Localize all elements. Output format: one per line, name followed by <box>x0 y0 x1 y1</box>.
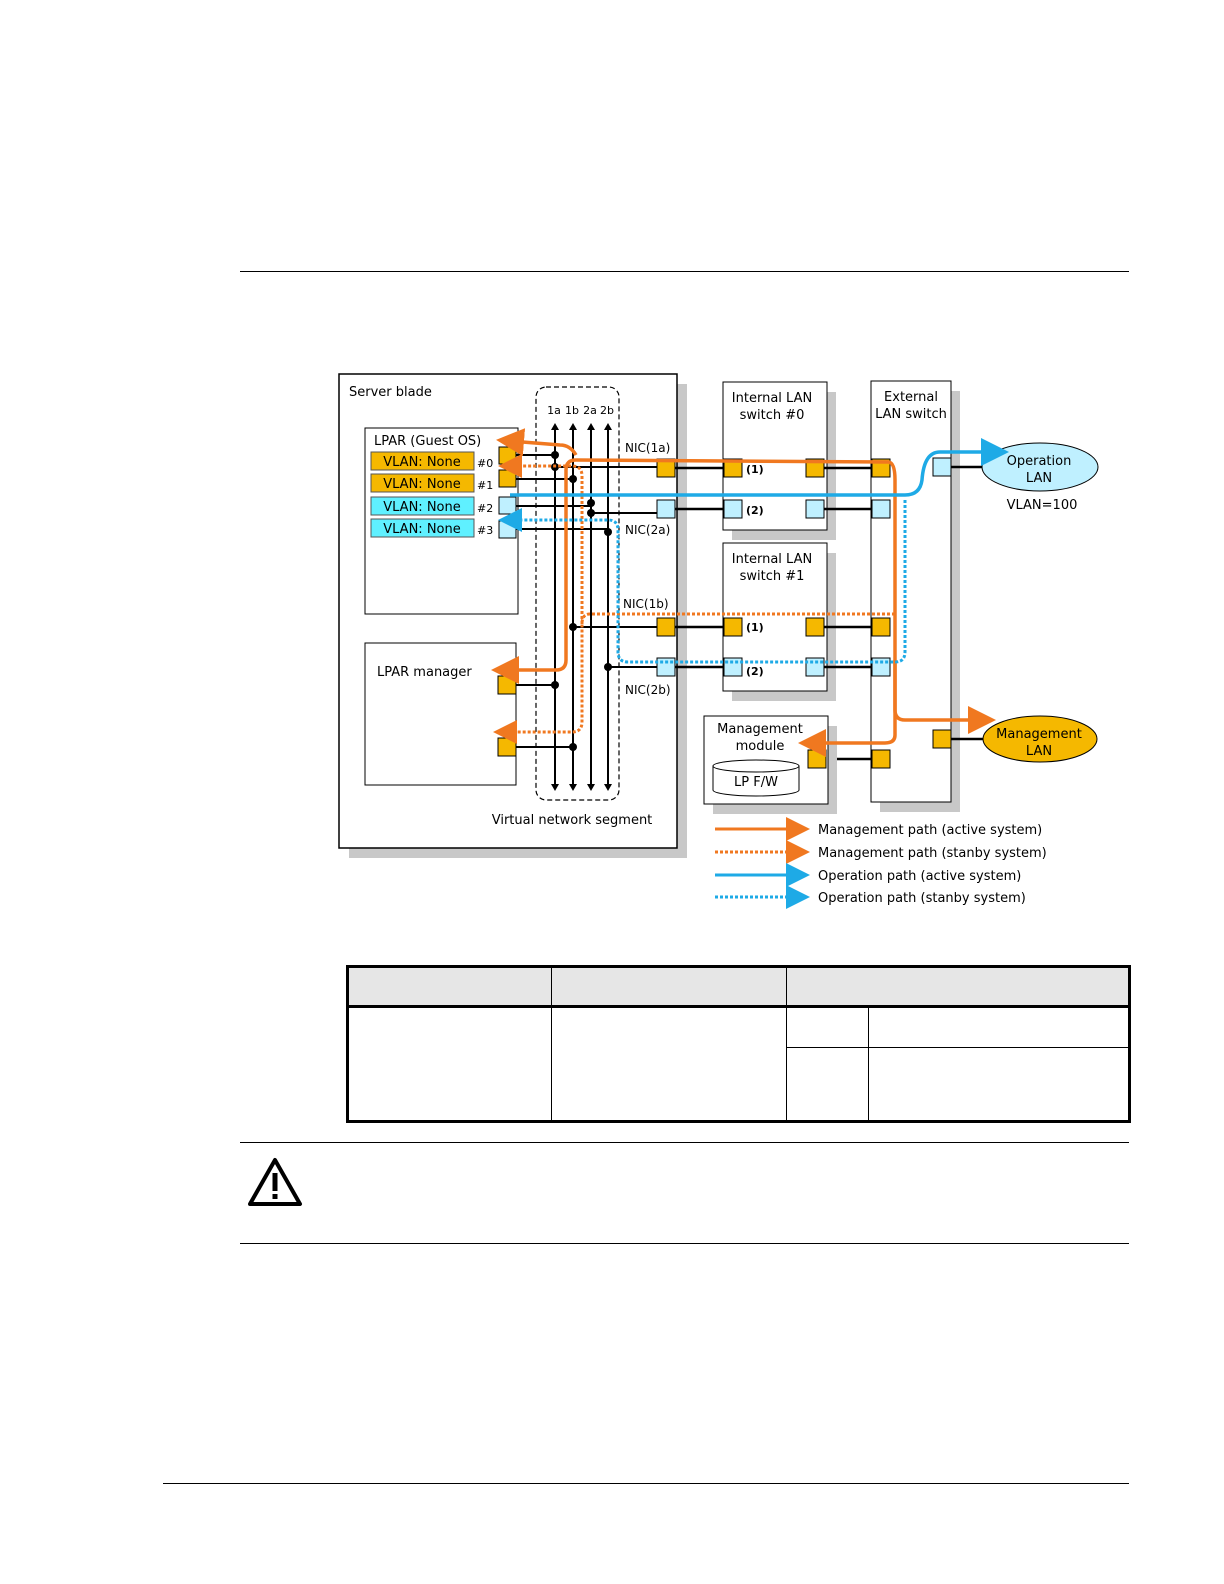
svg-text:NIC(1a): NIC(1a) <box>625 441 670 455</box>
svg-text:VLAN: None: VLAN: None <box>383 455 460 470</box>
operation-lan: Operation LAN VLAN=100 <box>981 442 1099 513</box>
svg-text:(2): (2) <box>746 504 764 517</box>
note-bottom-rule <box>240 1243 1129 1244</box>
server-blade-label: Server blade <box>349 385 432 400</box>
svg-text:VLAN: None: VLAN: None <box>383 477 460 492</box>
operation-path-active <box>510 438 1009 497</box>
svg-text:1b: 1b <box>565 404 579 417</box>
svg-text:2a: 2a <box>583 404 597 417</box>
internal-lan-switch-0: Internal LAN switch #0 (1) (2) <box>722 381 836 540</box>
note-top-rule <box>240 1142 1129 1143</box>
svg-text:Operation path (stanby system): Operation path (stanby system) <box>818 891 1026 906</box>
legend: Management path (active system) Manageme… <box>715 817 1047 909</box>
vlan-row-2: VLAN: None #2 <box>370 496 493 516</box>
svg-text:External: External <box>884 390 938 405</box>
external-lan-switch: External LAN switch <box>870 380 960 812</box>
svg-text:(1): (1) <box>746 463 764 476</box>
svg-text:Management path (active system: Management path (active system) <box>818 823 1042 838</box>
management-path-active <box>491 428 996 757</box>
footer-rule <box>163 1483 1129 1484</box>
lp-fw-label: LP F/W <box>734 775 778 790</box>
svg-text:Management path (stanby system: Management path (stanby system) <box>818 846 1047 861</box>
table-header <box>349 968 1128 1008</box>
svg-text:#0: #0 <box>477 457 493 470</box>
svg-text:VLAN: None: VLAN: None <box>383 500 460 515</box>
svg-text:module: module <box>736 739 785 754</box>
warning-icon <box>248 1158 302 1206</box>
svg-text:switch #0: switch #0 <box>740 408 805 423</box>
legend-item-management-active: Management path (active system) <box>715 817 1042 841</box>
nic-labels: NIC(1a) NIC(2a) NIC(1b) NIC(2b) <box>623 441 671 697</box>
nic-ports <box>656 458 676 677</box>
svg-text:Operation path (active system): Operation path (active system) <box>818 869 1021 884</box>
svg-text:Internal LAN: Internal LAN <box>732 391 812 406</box>
svg-text:(2): (2) <box>746 665 764 678</box>
svg-text:LAN: LAN <box>1026 471 1052 486</box>
legend-item-operation-stanby: Operation path (stanby system) <box>715 885 1026 909</box>
svg-text:LAN switch: LAN switch <box>875 407 947 422</box>
svg-text:LAN: LAN <box>1026 744 1052 759</box>
svg-text:Management: Management <box>717 722 803 737</box>
svg-text:Management: Management <box>996 727 1082 742</box>
vlan-100-label: VLAN=100 <box>1007 498 1078 513</box>
network-diagram: Server blade LPAR (Guest OS) VLAN: None … <box>338 373 1099 909</box>
operation-path-stanby <box>498 500 907 664</box>
management-path-stanby <box>493 454 895 744</box>
legend-item-management-stanby: Management path (stanby system) <box>715 840 1047 864</box>
svg-text:switch #1: switch #1 <box>740 569 805 584</box>
vlan-row-3: VLAN: None #3 <box>370 518 493 538</box>
svg-text:VLAN: None: VLAN: None <box>383 522 460 537</box>
lpar-manager-box: LPAR manager <box>364 642 517 786</box>
svg-text:Operation: Operation <box>1007 454 1072 469</box>
lpar-manager-label: LPAR manager <box>377 665 472 680</box>
svg-text:1a: 1a <box>547 404 561 417</box>
svg-text:#2: #2 <box>477 502 493 515</box>
vlan-row-1: VLAN: None #1 <box>370 473 493 493</box>
table-col-divider <box>786 968 787 1120</box>
svg-text:NIC(2b): NIC(2b) <box>625 683 671 697</box>
table-col-divider <box>868 1008 869 1120</box>
virtual-network-segment-label: Virtual network segment <box>492 813 653 828</box>
virtual-network-segment: 1a 1b 2a 2b Virtual network segment <box>492 386 653 828</box>
svg-text:#1: #1 <box>477 479 493 492</box>
settings-table <box>346 965 1131 1123</box>
svg-text:NIC(1b): NIC(1b) <box>623 597 669 611</box>
management-lan: Management LAN <box>982 715 1098 763</box>
lpar-guest-box: LPAR (Guest OS) VLAN: None #0 VLAN: None… <box>364 427 519 615</box>
internal-lan-switch-1: Internal LAN switch #1 (1) (2) <box>722 542 836 701</box>
svg-text:#3: #3 <box>477 524 493 537</box>
table-row-divider <box>786 1047 1128 1048</box>
top-rule <box>240 271 1129 272</box>
svg-text:2b: 2b <box>600 404 614 417</box>
management-module: Management module LP F/W <box>703 715 837 814</box>
svg-text:NIC(2a): NIC(2a) <box>625 523 670 537</box>
segment-connections <box>516 454 658 748</box>
svg-text:(1): (1) <box>746 621 764 634</box>
svg-text:Internal LAN: Internal LAN <box>732 552 812 567</box>
legend-item-operation-active: Operation path (active system) <box>715 863 1021 887</box>
lpar-guest-label: LPAR (Guest OS) <box>374 434 481 449</box>
vlan-row-0: VLAN: None #0 <box>370 451 493 471</box>
table-col-divider <box>551 968 552 1120</box>
